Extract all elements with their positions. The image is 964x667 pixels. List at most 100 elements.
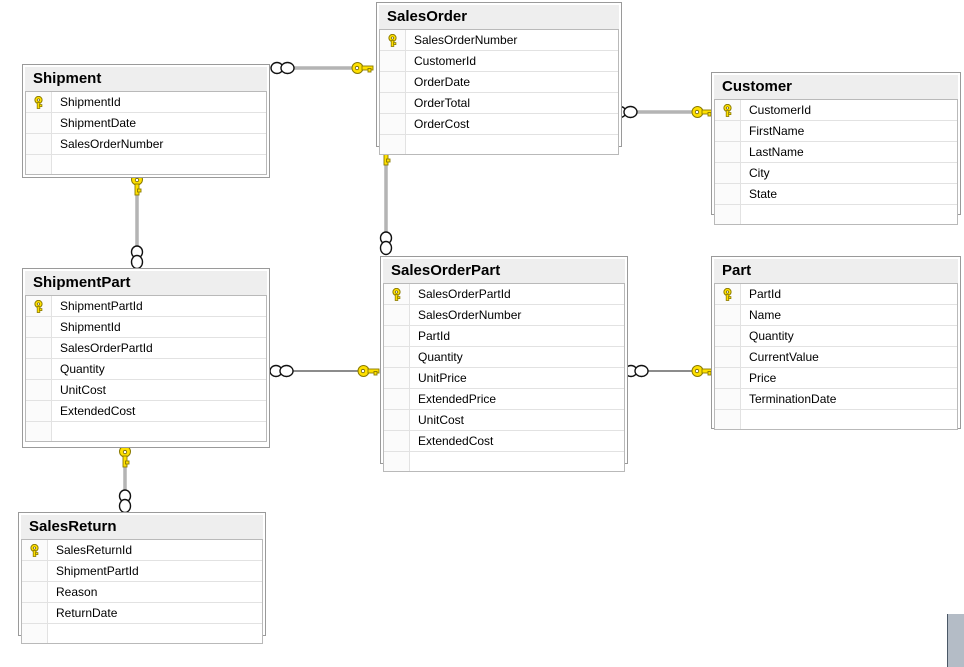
field-gutter — [380, 114, 406, 134]
field-gutter — [715, 184, 741, 204]
entity-title-sales-order: SalesOrder — [379, 5, 619, 29]
field-row[interactable]: Reason — [22, 582, 262, 603]
field-row[interactable]: ExtendedCost — [384, 431, 624, 452]
entity-title-shipment: Shipment — [25, 67, 267, 91]
field-name: ReturnDate — [56, 606, 118, 620]
field-row[interactable]: Quantity — [384, 347, 624, 368]
field-name: ShipmentPartId — [60, 299, 143, 313]
field-gutter — [715, 368, 741, 388]
field-name: State — [749, 187, 778, 201]
field-name: ShipmentDate — [60, 116, 137, 130]
field-row[interactable]: UnitCost — [26, 380, 266, 401]
field-name: PartId — [749, 287, 782, 301]
field-row[interactable]: ReturnDate — [22, 603, 262, 624]
field-row[interactable]: UnitPrice — [384, 368, 624, 389]
field-row[interactable]: Price — [715, 368, 957, 389]
field-gutter — [26, 422, 52, 441]
relationship-shipment-shipmentpart — [130, 173, 144, 270]
field-row[interactable]: ShipmentPartId — [26, 296, 266, 317]
field-row[interactable]: SalesOrderNumber — [384, 305, 624, 326]
field-gutter — [384, 431, 410, 451]
field-row[interactable]: ShipmentPartId — [22, 561, 262, 582]
field-row[interactable]: PartId — [715, 284, 957, 305]
field-row[interactable]: CustomerId — [380, 51, 618, 72]
field-row-empty[interactable] — [384, 452, 624, 471]
field-gutter — [384, 305, 410, 325]
field-row[interactable]: ExtendedPrice — [384, 389, 624, 410]
field-row[interactable]: SalesOrderPartId — [384, 284, 624, 305]
field-row-empty[interactable] — [715, 410, 957, 429]
field-row[interactable]: City — [715, 163, 957, 184]
field-row[interactable]: FirstName — [715, 121, 957, 142]
field-row[interactable]: OrderTotal — [380, 93, 618, 114]
field-row-empty[interactable] — [26, 155, 266, 174]
field-gutter — [384, 326, 410, 346]
field-row[interactable]: ShipmentId — [26, 92, 266, 113]
field-row[interactable]: OrderDate — [380, 72, 618, 93]
field-row[interactable]: Name — [715, 305, 957, 326]
field-name: SalesOrderPartId — [60, 341, 153, 355]
field-name: CustomerId — [414, 54, 477, 68]
field-name: Quantity — [418, 350, 463, 364]
field-row[interactable]: ShipmentDate — [26, 113, 266, 134]
field-row[interactable]: SalesOrderPartId — [26, 338, 266, 359]
field-row-empty[interactable] — [715, 205, 957, 224]
field-row[interactable]: OrderCost — [380, 114, 618, 135]
field-gutter — [715, 205, 741, 224]
field-row[interactable]: Quantity — [715, 326, 957, 347]
field-row-empty[interactable] — [22, 624, 262, 643]
field-gutter — [715, 142, 741, 162]
primary-key-icon — [26, 296, 52, 316]
field-row[interactable]: SalesOrderNumber — [380, 30, 618, 51]
field-row[interactable]: State — [715, 184, 957, 205]
field-gutter — [384, 410, 410, 430]
field-row-empty[interactable] — [26, 422, 266, 441]
entity-title-shipment-part: ShipmentPart — [25, 271, 267, 295]
field-row-empty[interactable] — [380, 135, 618, 154]
field-gutter — [380, 72, 406, 92]
field-gutter — [26, 113, 52, 133]
field-gutter — [715, 121, 741, 141]
field-row[interactable]: TerminationDate — [715, 389, 957, 410]
field-name: OrderTotal — [414, 96, 471, 110]
field-row[interactable]: Quantity — [26, 359, 266, 380]
field-row[interactable]: ShipmentId — [26, 317, 266, 338]
relationship-shipmentpart-salesreturn — [118, 445, 132, 514]
field-row[interactable]: UnitCost — [384, 410, 624, 431]
field-gutter — [384, 389, 410, 409]
field-row[interactable]: SalesReturnId — [22, 540, 262, 561]
vertical-scrollbar[interactable] — [946, 607, 964, 667]
field-row[interactable]: SalesOrderNumber — [26, 134, 266, 155]
scrollbar-thumb[interactable] — [947, 614, 964, 667]
field-gutter — [380, 93, 406, 113]
field-row[interactable]: PartId — [384, 326, 624, 347]
field-name: CustomerId — [749, 103, 812, 117]
field-row[interactable]: ExtendedCost — [26, 401, 266, 422]
field-gutter — [26, 155, 52, 174]
field-name: PartId — [418, 329, 451, 343]
primary-key-icon — [380, 30, 406, 50]
field-name: TerminationDate — [749, 392, 837, 406]
field-gutter — [384, 368, 410, 388]
field-gutter — [715, 305, 741, 325]
field-row[interactable]: CurrentValue — [715, 347, 957, 368]
primary-key-icon — [715, 284, 741, 304]
field-row[interactable]: LastName — [715, 142, 957, 163]
field-row[interactable]: CustomerId — [715, 100, 957, 121]
